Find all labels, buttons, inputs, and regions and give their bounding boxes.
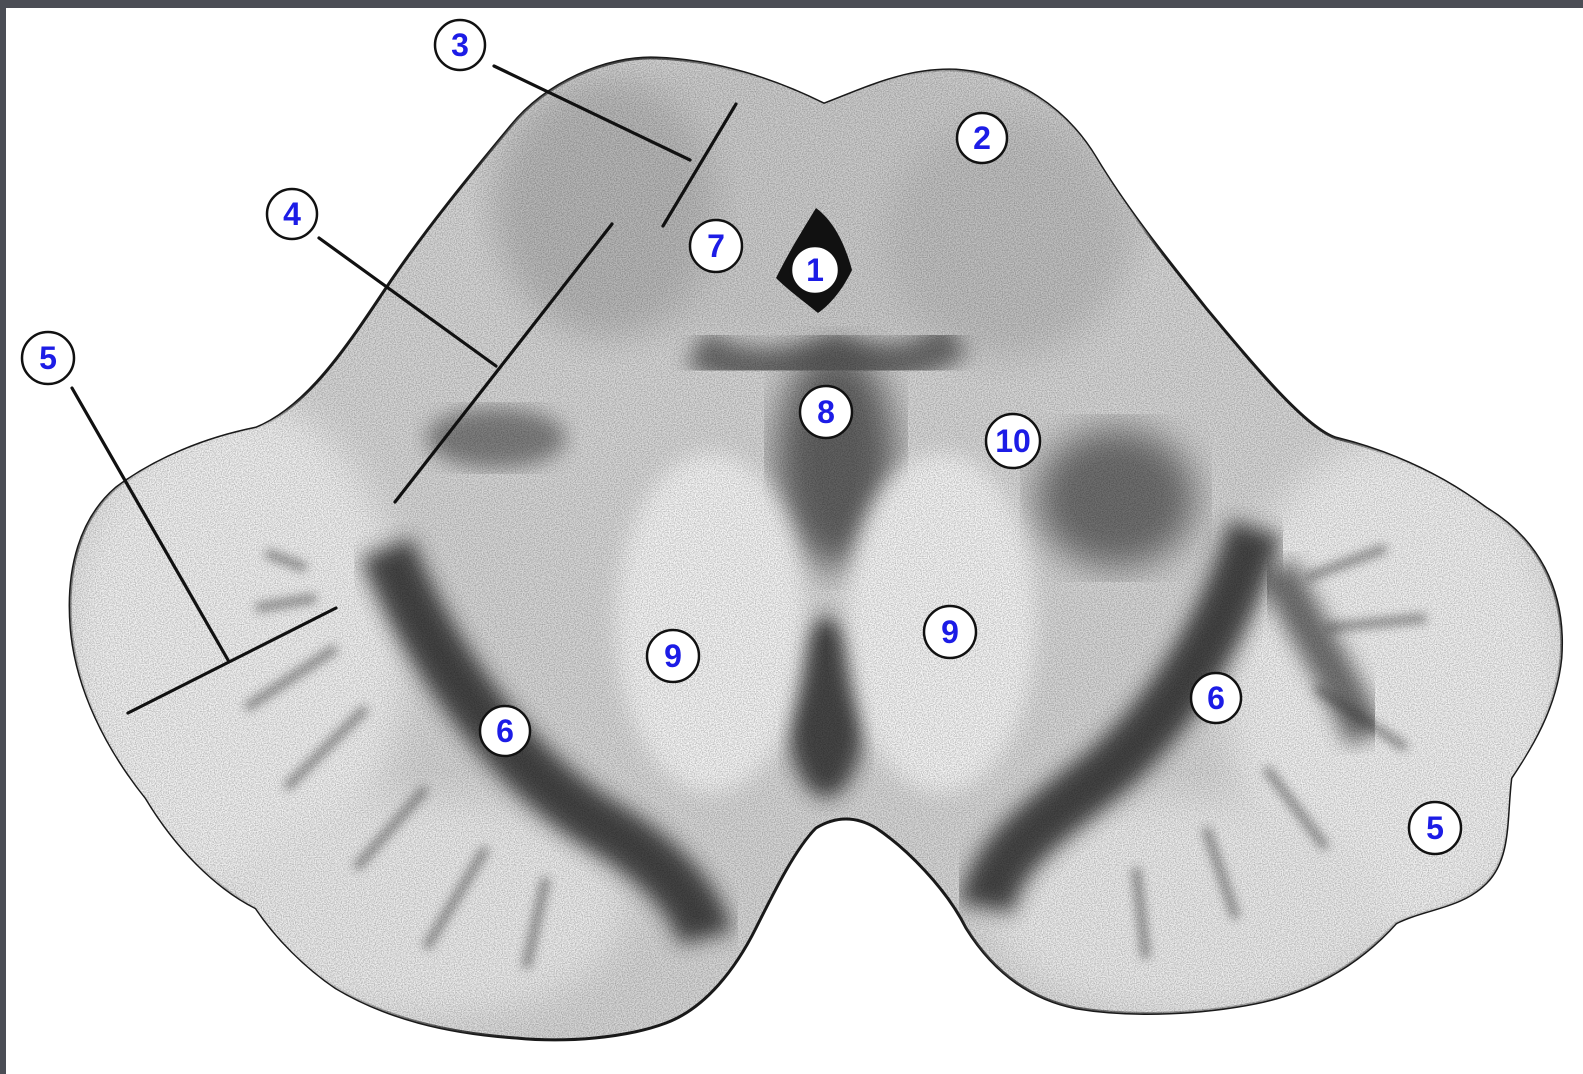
label-8: 8: [800, 386, 852, 438]
label-9-left-text: 9: [664, 638, 682, 674]
brain-section: [6, 8, 1583, 1074]
label-5-left-text: 5: [39, 340, 57, 376]
figure-frame: 1 2 3 4 5 5 6 6 7 8 9 9: [6, 8, 1583, 1074]
label-4-text: 4: [283, 196, 301, 232]
brain-section-diagram: 1 2 3 4 5 5 6 6 7 8 9 9: [6, 8, 1583, 1074]
label-9-right: 9: [924, 606, 976, 658]
label-1-text: 1: [806, 252, 824, 288]
label-10: 10: [986, 414, 1040, 468]
label-2-text: 2: [973, 120, 991, 156]
label-9-left: 9: [647, 630, 699, 682]
label-3-text: 3: [451, 27, 469, 63]
label-2: 2: [957, 113, 1007, 163]
label-10-text: 10: [995, 423, 1031, 459]
label-7-text: 7: [707, 228, 725, 264]
label-9-right-text: 9: [941, 614, 959, 650]
label-6-right: 6: [1191, 673, 1241, 723]
label-5-right-text: 5: [1426, 810, 1444, 846]
label-7: 7: [690, 220, 742, 272]
label-8-text: 8: [817, 394, 835, 430]
label-6-right-text: 6: [1207, 680, 1225, 716]
label-4: 4: [267, 189, 317, 239]
label-5-right: 5: [1409, 802, 1461, 854]
label-6-left: 6: [480, 706, 530, 756]
label-3: 3: [435, 20, 485, 70]
label-1: 1: [791, 246, 839, 294]
label-5-left: 5: [22, 332, 74, 384]
label-6-left-text: 6: [496, 713, 514, 749]
